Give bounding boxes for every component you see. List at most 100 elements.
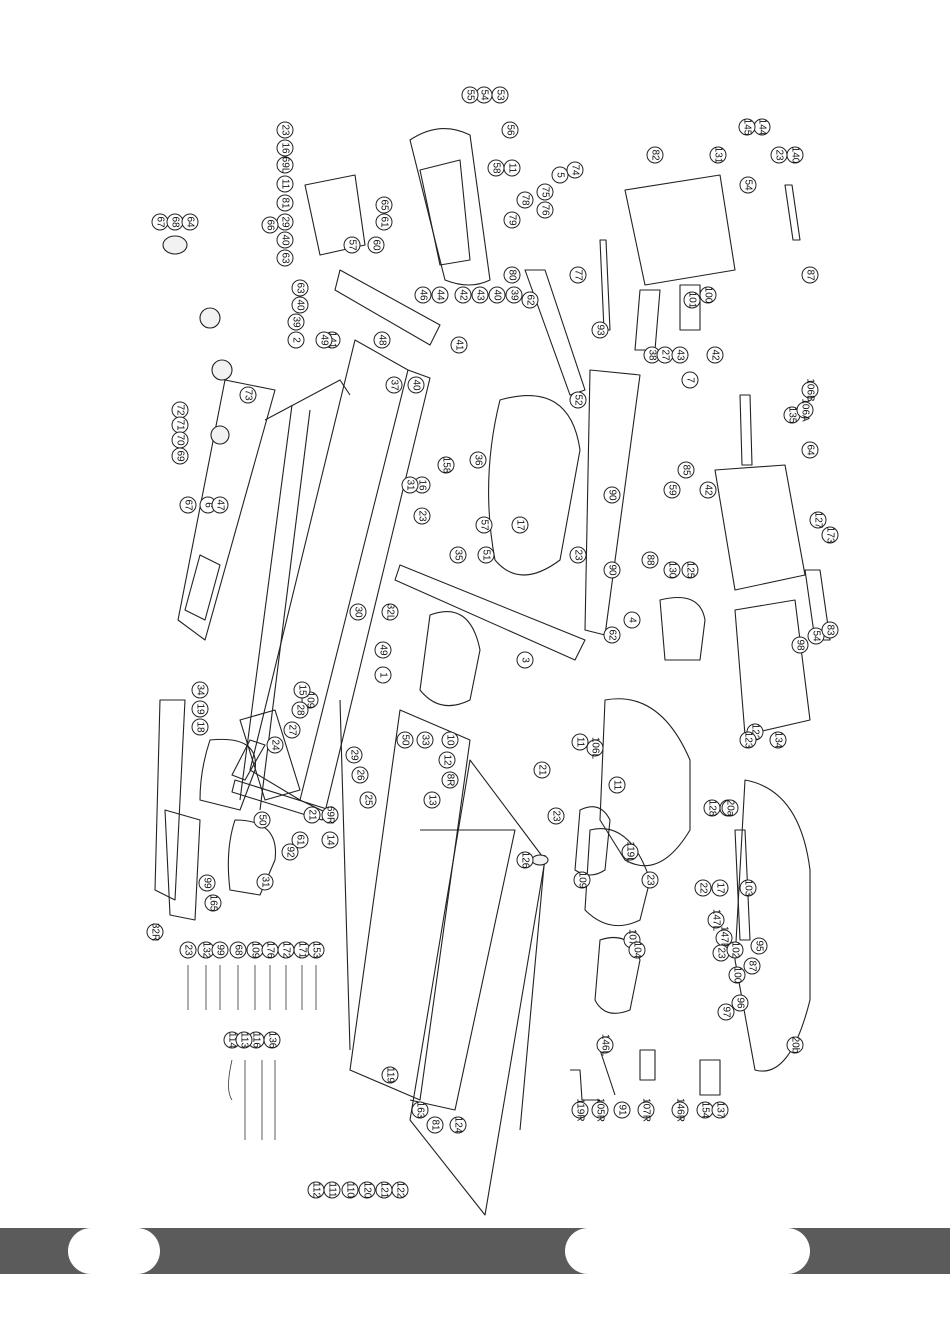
- callout-bubble: 5: [551, 166, 569, 184]
- callout-circle: [663, 561, 681, 579]
- callout-bubble: 98: [791, 636, 809, 654]
- callout-number: 26: [355, 769, 366, 781]
- callout-bubble: 62: [603, 626, 621, 644]
- callout-bubble: 3: [516, 651, 534, 669]
- callout-circle: [373, 331, 391, 349]
- callout-number: 33: [420, 734, 431, 746]
- callout-number: 122: [395, 1182, 406, 1199]
- callout-number: 50: [257, 814, 268, 826]
- callout-number: 12: [442, 754, 453, 766]
- callout-bubble: 68: [229, 941, 247, 959]
- callout-circle: [711, 879, 729, 897]
- callout-number: 20b: [790, 1037, 801, 1054]
- callout-circle: [358, 1181, 376, 1199]
- callout-bubble: 106L: [586, 737, 604, 760]
- callout-bubble: 90: [603, 486, 621, 504]
- callout-circle: [726, 941, 744, 959]
- callout-bubble: 67: [179, 496, 197, 514]
- callout-bubble: 30: [349, 603, 367, 621]
- callout-number: 98: [795, 639, 806, 651]
- callout-circle: [437, 456, 455, 474]
- callout-bubble: 87: [801, 266, 819, 284]
- callout-circle: [374, 641, 392, 659]
- callout-circle: [709, 146, 727, 164]
- callout-bubble: 1: [374, 666, 392, 684]
- callout-number: 62: [525, 294, 536, 306]
- callout-number: 140: [790, 147, 801, 164]
- callout-number: 77: [573, 269, 584, 281]
- callout-bubble: 74: [566, 161, 584, 179]
- callout-bubble: 50: [253, 811, 271, 829]
- callout-bubble: 81: [426, 1116, 444, 1134]
- callout-number: 114: [227, 1032, 238, 1048]
- callout-number: 2: [291, 337, 302, 343]
- callout-circle: [591, 1101, 609, 1119]
- callout-number: 111: [327, 1182, 338, 1198]
- callout-circle: [603, 561, 621, 579]
- callout-circle: [821, 621, 839, 639]
- callout-bubble: 154: [696, 1101, 714, 1119]
- callout-bubble: 128: [703, 799, 721, 817]
- callout-number: 146R: [675, 1098, 686, 1122]
- callout-circle: [707, 911, 725, 929]
- callout-bubble: 122: [391, 1181, 409, 1199]
- callout-circle: [739, 879, 757, 897]
- callout-bubble: 111: [323, 1181, 341, 1199]
- callout-circle: [381, 603, 399, 621]
- callout-circle: [801, 441, 819, 459]
- callout-circle: [276, 175, 294, 193]
- callout-bubble: 67: [151, 213, 169, 231]
- callout-circle: [293, 681, 311, 699]
- callout-bubble: 60: [367, 236, 385, 254]
- callout-bubble: 17: [511, 516, 529, 534]
- callout-bubble: 123: [739, 731, 757, 749]
- callout-number: 107R: [641, 1098, 652, 1122]
- callout-number: 23: [183, 944, 194, 956]
- callout-circle: [475, 516, 493, 534]
- callout-circle: [146, 923, 164, 941]
- callout-circle: [450, 336, 468, 354]
- callout-circle: [739, 176, 757, 194]
- callout-bubble: 31: [401, 476, 419, 494]
- callout-circle: [699, 481, 717, 499]
- callout-circle: [551, 166, 569, 184]
- callout-bubble: 42: [454, 286, 472, 304]
- callout-number: 51: [481, 549, 492, 561]
- callout-number: 54: [479, 89, 490, 101]
- callout-bubble: 82: [646, 146, 664, 164]
- callout-bubble: 23: [641, 871, 659, 889]
- callout-number: 23: [551, 810, 562, 822]
- callout-circle: [423, 791, 441, 809]
- callout-circle: [738, 118, 756, 136]
- callout-circle: [321, 831, 339, 849]
- callout-bubble: 64: [181, 213, 199, 231]
- callout-bubble: 92: [281, 843, 299, 861]
- callout-number: 52: [573, 394, 584, 406]
- callout-bubble: 49: [374, 641, 392, 659]
- callout-bubble: 85: [677, 461, 695, 479]
- callout-bubble: 24: [266, 736, 284, 754]
- callout-circle: [801, 266, 819, 284]
- callout-number: 65: [379, 199, 390, 211]
- callout-circle: [503, 211, 521, 229]
- callout-number: 106B: [805, 378, 816, 402]
- callout-number: 110: [345, 1182, 356, 1198]
- console-top: [304, 128, 491, 286]
- callout-bubble: 173: [821, 526, 839, 544]
- callout-number: 37: [389, 379, 400, 391]
- callout-number: 10: [445, 734, 456, 746]
- callout-bubble: 120: [358, 1181, 376, 1199]
- callout-number: 63: [295, 282, 306, 294]
- callout-circle: [235, 1031, 253, 1049]
- callout-bubble: 54: [739, 176, 757, 194]
- callout-circle: [801, 381, 819, 399]
- callout-circle: [516, 851, 534, 869]
- callout-number: 39: [509, 289, 520, 301]
- callout-circle: [441, 771, 459, 789]
- callout-number: 61: [379, 216, 390, 228]
- callout-bubble: 163: [411, 1101, 429, 1119]
- callout-bubble: 57: [475, 516, 493, 534]
- callout-number: 124: [453, 1117, 464, 1134]
- callout-circle: [191, 718, 209, 736]
